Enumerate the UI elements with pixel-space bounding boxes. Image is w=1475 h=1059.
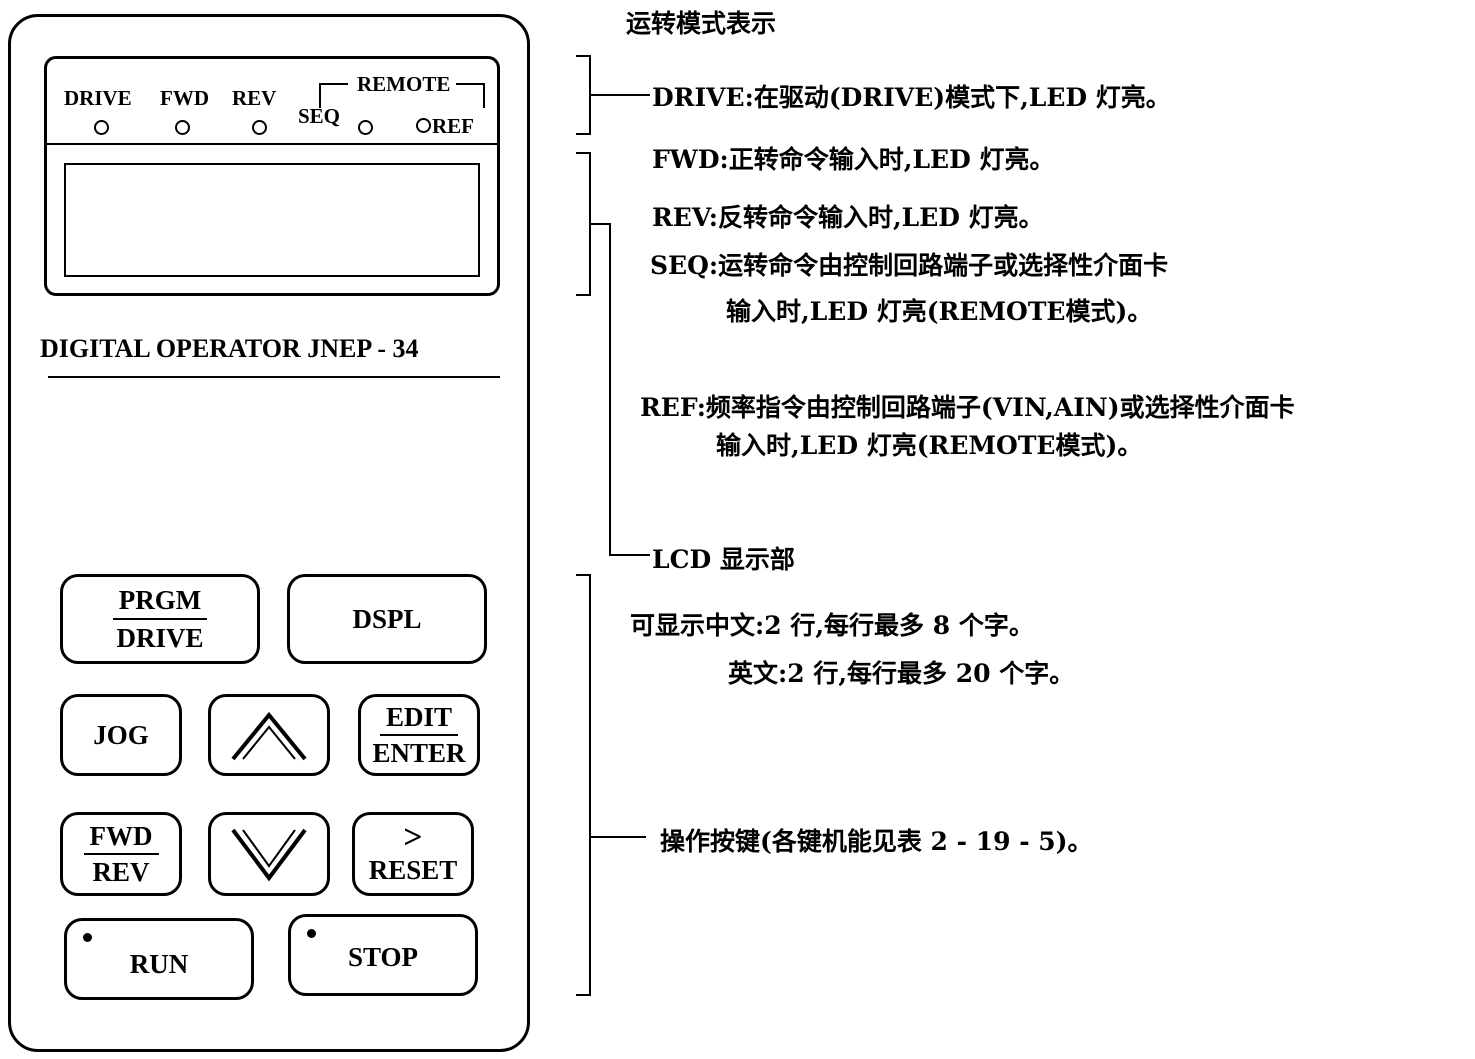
led-label-rev: REV <box>232 86 277 110</box>
led-seq-indicator <box>358 120 373 135</box>
drive-description: DRIVE:在驱动(DRIVE)模式下,LED 灯亮。 <box>652 83 1171 112</box>
digital-operator-panel <box>8 14 530 1052</box>
led-ref-indicator <box>416 118 431 133</box>
ref-description-line1: REF:频率指令由控制回路端子(VIN,AIN)或选择性介面卡 <box>640 393 1295 422</box>
shift-reset-key[interactable]: > RESET <box>352 812 474 896</box>
prgm-drive-key[interactable]: PRGM DRIVE <box>60 574 260 664</box>
stop-key-label: STOP <box>347 941 419 972</box>
seq-description-line2: 输入时,LED 灯亮(REMOTE模式)。 <box>726 297 1153 326</box>
stop-led-dot <box>307 929 316 938</box>
indicator-divider <box>44 143 500 145</box>
led-label-drive: DRIVE <box>64 86 132 110</box>
model-name: DIGITAL OPERATOR JNEP - 34 <box>40 334 419 363</box>
led-rev-indicator <box>252 120 267 135</box>
remote-bracket <box>319 83 485 108</box>
seq-description-line1: SEQ:运转命令由控制回路端子或选择性介面卡 <box>650 251 1169 280</box>
edit-enter-key[interactable]: EDIT ENTER <box>358 694 480 776</box>
lcd-english-capacity: 英文:2 行,每行最多 20 个字。 <box>728 659 1075 688</box>
run-key-label: RUN <box>129 948 189 979</box>
edit-key-label: EDIT <box>379 700 459 736</box>
run-key[interactable]: RUN <box>64 918 254 1000</box>
indicator-display-frame <box>44 56 500 296</box>
led-label-ref: REF <box>432 114 474 138</box>
prgm-key-label: PRGM <box>112 582 208 620</box>
enter-key-label: ENTER <box>372 738 466 768</box>
jog-key-label: JOG <box>93 719 149 750</box>
reset-key-label: RESET <box>368 855 458 885</box>
up-key[interactable] <box>208 694 330 776</box>
lcd-label: LCD 显示部 <box>652 545 795 574</box>
fwd-description: FWD:正转命令输入时,LED 灯亮。 <box>652 145 1055 174</box>
drive-key-label: DRIVE <box>116 623 204 653</box>
mode-title: 运转模式表示 <box>626 9 777 38</box>
rev-description: REV:反转命令输入时,LED 灯亮。 <box>652 203 1044 232</box>
up-arrow-icon <box>231 711 307 761</box>
dspl-key[interactable]: DSPL <box>287 574 487 664</box>
lcd-screen <box>64 163 480 277</box>
stop-key[interactable]: STOP <box>288 914 478 996</box>
fwd-key-label: FWD <box>83 819 159 855</box>
dspl-key-label: DSPL <box>352 603 422 634</box>
lcd-chinese-capacity: 可显示中文:2 行,每行最多 8 个字。 <box>630 611 1034 640</box>
led-label-fwd: FWD <box>160 86 209 110</box>
annotation-brackets <box>576 55 650 996</box>
down-arrow-icon <box>231 828 307 882</box>
fwd-rev-key[interactable]: FWD REV <box>60 812 182 896</box>
jog-key[interactable]: JOG <box>60 694 182 776</box>
led-label-remote: REMOTE <box>357 72 451 96</box>
ref-description-line2: 输入时,LED 灯亮(REMOTE模式)。 <box>716 431 1143 460</box>
rev-key-label: REV <box>92 857 150 887</box>
run-led-dot <box>83 933 92 942</box>
led-fwd-indicator <box>175 120 190 135</box>
shift-key-label: > <box>403 819 423 856</box>
keys-description: 操作按键(各键机能见表 2 - 19 - 5)。 <box>660 827 1093 856</box>
model-underline <box>48 376 500 378</box>
down-key[interactable] <box>208 812 330 896</box>
led-drive-indicator <box>94 120 109 135</box>
